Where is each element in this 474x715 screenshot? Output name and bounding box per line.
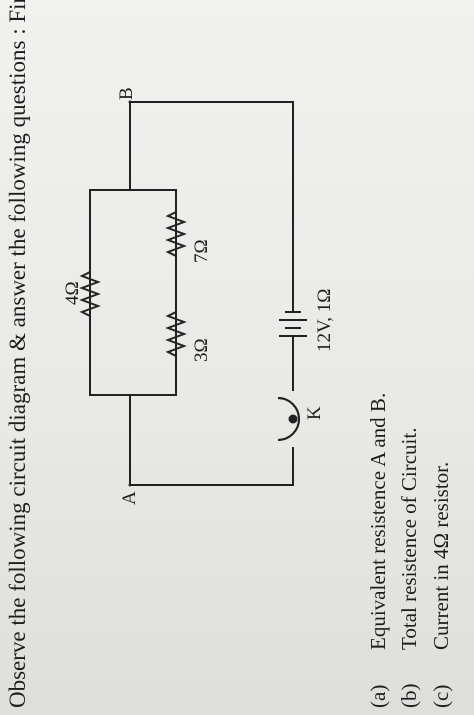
question-b-tag: (b) [397, 683, 421, 709]
node-a-dot [128, 483, 132, 487]
node-b-label: B [116, 87, 137, 100]
question-c-tag: (c) [429, 684, 453, 708]
question-c: (c) Current in 4Ω resistor. [429, 461, 453, 708]
question-b-text: Total resistence of Circuit. [397, 427, 421, 650]
node-a-label: A [119, 491, 140, 505]
wire-battery-to-b [129, 101, 294, 313]
question-b: (b) Total resistence of Circuit. [397, 427, 421, 709]
question-c-text: Current in 4Ω resistor. [429, 461, 453, 650]
question-a: (a) Equivalent resistence A and B. [366, 392, 390, 708]
battery-label: 12V, 1Ω [314, 288, 335, 352]
key-switch [277, 397, 300, 441]
node-b-dot [128, 100, 132, 104]
resistor-3ohm [165, 307, 187, 361]
resistor-7ohm [165, 207, 187, 261]
resistor-7ohm-label: 7Ω [191, 239, 212, 263]
wire-node-a [129, 447, 294, 486]
resistor-4ohm [79, 269, 101, 319]
key-plug [288, 414, 298, 424]
resistor-4ohm-label: 4Ω [62, 281, 83, 305]
question-a-text: Equivalent resistence A and B. [366, 392, 390, 650]
question-a-tag: (a) [366, 684, 390, 708]
resistor-3ohm-label: 3Ω [191, 338, 212, 362]
key-label: K [304, 406, 325, 420]
wire-network-right [89, 189, 177, 396]
